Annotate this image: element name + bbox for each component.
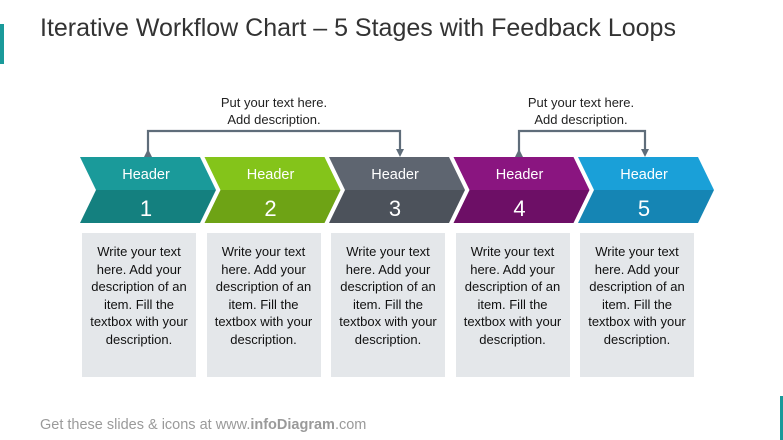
footer-prefix: Get these slides & icons at www. — [40, 417, 251, 433]
stage-chevron-2: Header 2 — [204, 157, 341, 223]
stage-chevron-4: Header 4 — [453, 157, 590, 223]
stage-2-description: Write your text here. Add your descripti… — [206, 233, 321, 377]
feedback-note-2-line1: Put your text here. — [527, 95, 635, 110]
stage-3-header: Header — [371, 167, 419, 183]
stage-2-header: Header — [247, 167, 295, 183]
page-title: Iterative Workflow Chart – 5 Stages with… — [40, 14, 676, 42]
feedback-note-1-line2: Add description. — [227, 112, 321, 127]
feedback-loop-arrow-1 — [144, 129, 404, 157]
stage-4-header: Header — [496, 167, 544, 183]
stage-3-header-band — [329, 157, 465, 190]
stage-5-number-band — [578, 190, 714, 223]
stage-1-description: Write your text here. Add your descripti… — [82, 233, 196, 377]
stage-5-number: 5 — [638, 196, 650, 221]
footer-brand: infoDiagram — [250, 417, 335, 433]
stage-3-description: Write your text here. Add your descripti… — [331, 233, 445, 377]
stage-4-description: Write your text here. Add your descripti… — [455, 233, 570, 377]
stage-2-number-band — [204, 190, 341, 223]
stage-1-number: 1 — [140, 196, 152, 221]
feedback-note-2-line2: Add description. — [534, 112, 628, 127]
right-accent-bar — [780, 396, 783, 440]
feedback-loop-arrow-2 — [515, 129, 649, 157]
feedback-note-1-line1: Put your text here. — [220, 95, 328, 110]
stage-5-description: Write your text here. Add your descripti… — [580, 233, 694, 377]
feedback-note-1: Put your text here. Add description. — [189, 94, 359, 128]
stage-5-header-band — [578, 157, 714, 190]
stage-2-header-band — [204, 157, 341, 190]
footer-suffix: .com — [334, 417, 367, 433]
stage-4-number: 4 — [513, 196, 525, 221]
stage-4-header-band — [453, 157, 590, 190]
left-accent-bar — [0, 24, 4, 64]
stage-chevrons: Header 1 Header 2 Header 3 Header 4 Header 5 — [80, 157, 714, 223]
stage-chevron-3: Header 3 — [329, 157, 465, 223]
stage-2-number: 2 — [264, 196, 276, 221]
stage-4-number-band — [453, 190, 590, 223]
stage-1-header: Header — [122, 167, 170, 183]
stage-chevron-1: Header 1 — [80, 157, 216, 223]
feedback-loops — [144, 129, 649, 157]
footer-credit: Get these slides & icons at www.infoDiag… — [40, 417, 366, 433]
stage-chevron-5: Header 5 — [578, 157, 714, 223]
stage-5-header: Header — [620, 167, 668, 183]
feedback-note-2: Put your text here. Add description. — [496, 94, 666, 128]
stage-3-number-band — [329, 190, 465, 223]
stage-1-header-band — [80, 157, 216, 190]
stage-1-number-band — [80, 190, 216, 223]
stage-3-number: 3 — [389, 196, 401, 221]
